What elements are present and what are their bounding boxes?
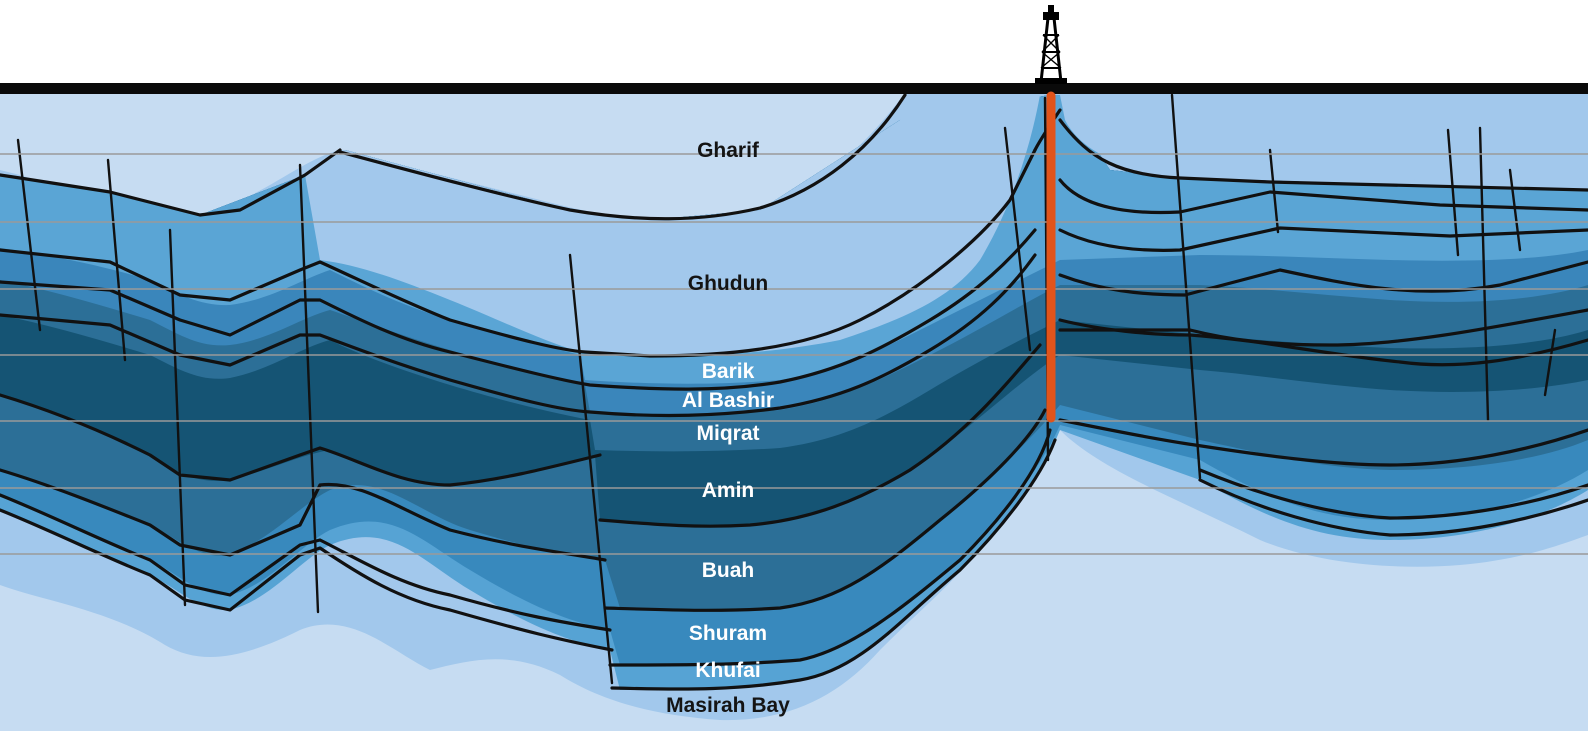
label-masirah-bay: Masirah Bay [666, 694, 790, 717]
label-barik: Barik [702, 360, 755, 383]
layer-labels: Gharif Ghudun Barik Al Bashir Miqrat Ami… [666, 139, 790, 717]
reference-gridlines [0, 153, 1588, 555]
label-khufai: Khufai [695, 659, 760, 682]
label-gharif: Gharif [697, 139, 760, 162]
label-amin: Amin [702, 479, 755, 502]
layer-ghudun-basin [305, 93, 1040, 356]
drilling-rig-icon [1035, 5, 1067, 84]
fault-lines [16, 93, 1557, 685]
label-buah: Buah [702, 559, 755, 582]
label-al-bashir: Al Bashir [682, 389, 774, 412]
label-ghudun: Ghudun [688, 272, 768, 295]
sky [0, 0, 1588, 96]
layer-ghudun-right [1060, 95, 1588, 182]
ground-surface [0, 83, 1588, 94]
label-shuram: Shuram [689, 622, 767, 645]
horizon-lines [0, 93, 1588, 691]
layer-gharif-upper [0, 93, 905, 221]
label-miqrat: Miqrat [697, 422, 760, 445]
